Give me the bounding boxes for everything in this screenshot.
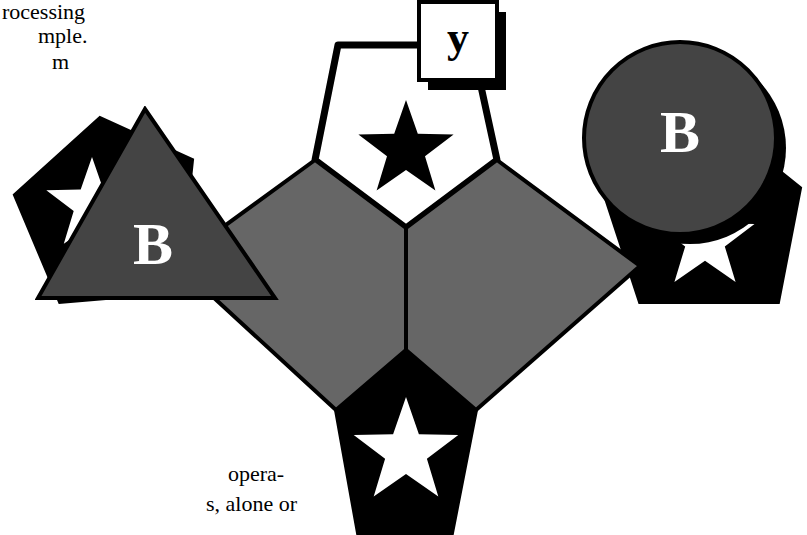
square-shape	[419, 2, 497, 80]
letter-circle: B	[578, 36, 790, 248]
text-fragment: mple.	[38, 24, 88, 48]
shape-letter: y	[447, 16, 469, 60]
letter-square: y	[416, 0, 508, 92]
circle-shape	[584, 42, 776, 234]
text-fragment: opera-	[228, 462, 284, 486]
text-fragment: rocessing	[2, 0, 85, 24]
triangle-shape	[38, 109, 275, 298]
shape-letter: B	[133, 214, 173, 274]
star	[354, 397, 459, 497]
letter-triangle: B	[35, 106, 280, 302]
shape-letter: B	[660, 102, 700, 162]
text-fragment: s, alone or	[206, 492, 297, 516]
text-fragment: m	[52, 50, 69, 74]
star	[358, 100, 453, 191]
